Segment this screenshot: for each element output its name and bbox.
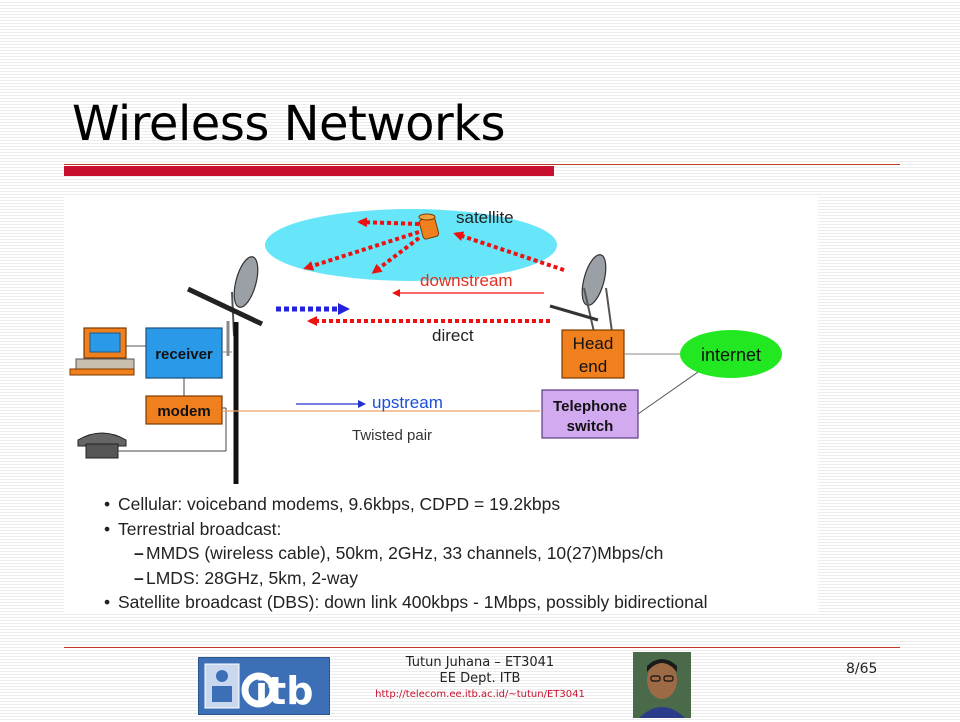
downstream-label: downstream <box>420 271 513 290</box>
telephone-switch-box <box>541 389 639 439</box>
page-number: 8/65 <box>846 661 878 677</box>
diagram-panel: satellite downstream direct <box>64 196 818 614</box>
footer-url[interactable]: http://telecom.ee.itb.ac.id/~tutun/ET304… <box>375 689 585 700</box>
footer-text: Tutun Juhana – ET3041 EE Dept. ITB http:… <box>330 655 630 703</box>
satellite-down-arrows <box>303 217 565 274</box>
bullet-list: •Cellular: voiceband modems, 9.6kbps, CD… <box>104 492 707 615</box>
receiver-box <box>145 327 223 379</box>
footer-dept: EE Dept. ITB <box>439 671 521 686</box>
title-rule-thin <box>64 164 900 165</box>
network-diagram: satellite downstream direct <box>69 208 782 484</box>
footer-author: Tutun Juhana – ET3041 <box>405 655 555 670</box>
head-end-label-line1: Head <box>573 334 614 353</box>
svg-text:itb: itb <box>255 669 313 713</box>
modem-box <box>145 395 223 425</box>
footer-rule <box>64 647 900 648</box>
author-photo <box>633 652 691 718</box>
satellite-label: satellite <box>456 208 514 227</box>
slide-title: Wireless Networks <box>72 96 506 152</box>
itb-logo: itb <box>198 657 330 715</box>
bullet-item: –LMDS: 28GHz, 5km, 2-way <box>134 567 358 588</box>
bullet-item: •Terrestrial broadcast: <box>104 518 282 539</box>
satellite-icon <box>418 213 440 240</box>
internet-label: internet <box>701 345 761 365</box>
modem-label: modem <box>157 403 210 420</box>
title-rule-thick <box>64 166 554 176</box>
telephone-switch-label-line2: switch <box>567 418 614 435</box>
bullet-item: •Satellite broadcast (DBS): down link 40… <box>104 592 708 612</box>
direct-label: direct <box>432 326 474 345</box>
telephone-icon <box>77 432 127 459</box>
head-end-label-line2: end <box>579 357 607 376</box>
upstream-label: upstream <box>372 393 443 412</box>
right-dish-antenna-icon <box>549 254 613 333</box>
internet-cloud <box>680 330 782 378</box>
computer-icon <box>69 327 135 376</box>
bullet-item: •Cellular: voiceband modems, 9.6kbps, CD… <box>104 494 561 514</box>
bullet-item: –MMDS (wireless cable), 50km, 2GHz, 33 c… <box>134 543 664 563</box>
receiver-label: receiver <box>155 346 213 363</box>
telephone-switch-label-line1: Telephone <box>553 398 627 415</box>
twisted-pair-label: Twisted pair <box>352 427 432 444</box>
left-dish-antenna-icon <box>186 256 264 484</box>
